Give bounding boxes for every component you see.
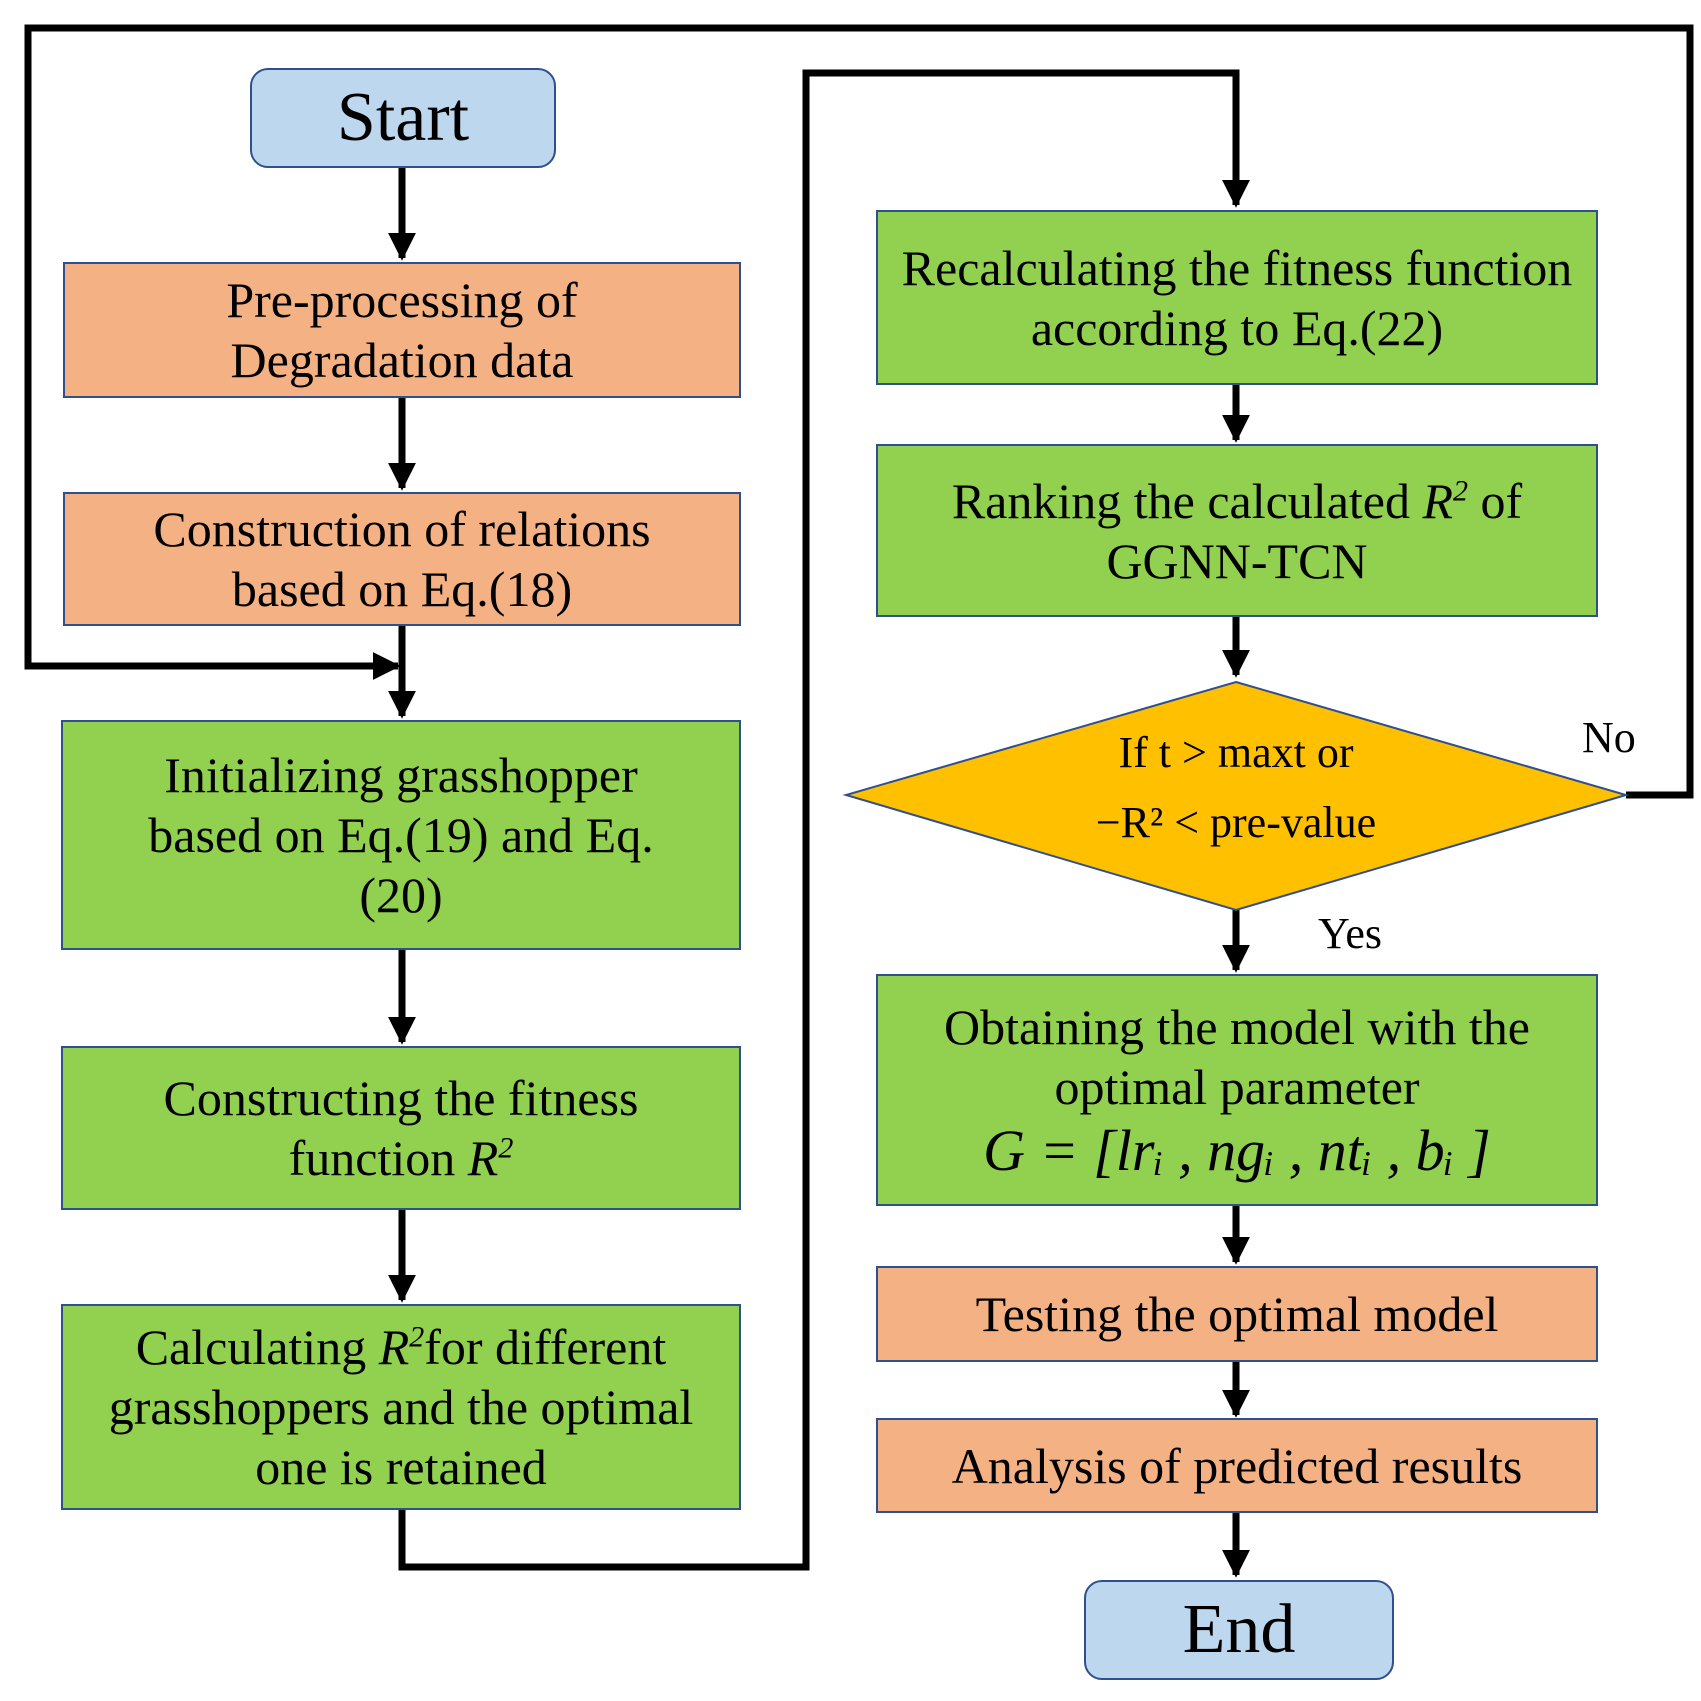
decision-line1: If t > maxt or: [1118, 728, 1354, 777]
analysis-label: Analysis of predicted results: [951, 1437, 1523, 1494]
obtain-formula: G = [lrᵢ , ngᵢ , ntᵢ , bᵢ ]: [983, 1117, 1491, 1183]
decision-text: If t > maxt or −R² < pre-value: [1000, 718, 1472, 859]
start-terminal: Start: [250, 68, 556, 168]
fitness-label: Constructing the fitness function: [163, 1070, 639, 1186]
calc-label-suffix: for different grasshoppers and the optim…: [108, 1319, 694, 1495]
relations-label: Construction of relations based on Eq.(1…: [153, 501, 651, 617]
fitness-step: Constructing the fitness function R2: [61, 1046, 741, 1210]
rank-symbol: R2: [1422, 472, 1469, 529]
rank-text: Ranking the calculated R2 of GGNN-TCN: [892, 471, 1582, 591]
arrow-no-loop: [24, 24, 1694, 799]
decision-diamond: [842, 680, 1630, 912]
recalc-label: Recalculating the fitness function accor…: [901, 239, 1573, 356]
calc-label-prefix: Calculating: [135, 1319, 367, 1375]
calc-text: Calculating R2for different grasshoppers…: [81, 1317, 721, 1497]
edge-label-yes: Yes: [1318, 909, 1383, 958]
obtain-step: Obtaining the model with the optimal par…: [876, 974, 1598, 1206]
calc-symbol: R2: [378, 1319, 425, 1375]
rank-label-suffix: of GGNN-TCN: [1106, 472, 1523, 589]
recalc-step: Recalculating the fitness function accor…: [876, 210, 1598, 385]
start-label: Start: [336, 79, 470, 156]
end-terminal: End: [1084, 1580, 1394, 1680]
edge-label-no: No: [1582, 713, 1636, 762]
testing-step: Testing the optimal model: [876, 1266, 1598, 1362]
obtain-label: Obtaining the model with the optimal par…: [943, 998, 1530, 1115]
rank-label-prefix: Ranking the calculated: [951, 472, 1410, 529]
fitness-symbol: R2: [467, 1130, 514, 1186]
calc-step: Calculating R2for different grasshoppers…: [61, 1304, 741, 1510]
analysis-step: Analysis of predicted results: [876, 1418, 1598, 1513]
decision-line2: −R² < pre-value: [1095, 798, 1377, 848]
relations-step: Construction of relations based on Eq.(1…: [63, 492, 741, 626]
end-label: End: [1182, 1591, 1296, 1668]
rank-step: Ranking the calculated R2 of GGNN-TCN: [876, 444, 1598, 617]
preprocess-step: Pre-processing of Degradation data: [63, 262, 741, 398]
init-grasshopper-step: Initializing grasshopper based on Eq.(19…: [61, 720, 741, 950]
init-grasshopper-label: Initializing grasshopper based on Eq.(19…: [148, 747, 654, 923]
arrow-calc-to-recalc: [398, 69, 1250, 1571]
testing-label: Testing the optimal model: [975, 1286, 1499, 1342]
fitness-text: Constructing the fitness function R2: [121, 1068, 681, 1188]
preprocess-label: Pre-processing of Degradation data: [226, 272, 578, 388]
